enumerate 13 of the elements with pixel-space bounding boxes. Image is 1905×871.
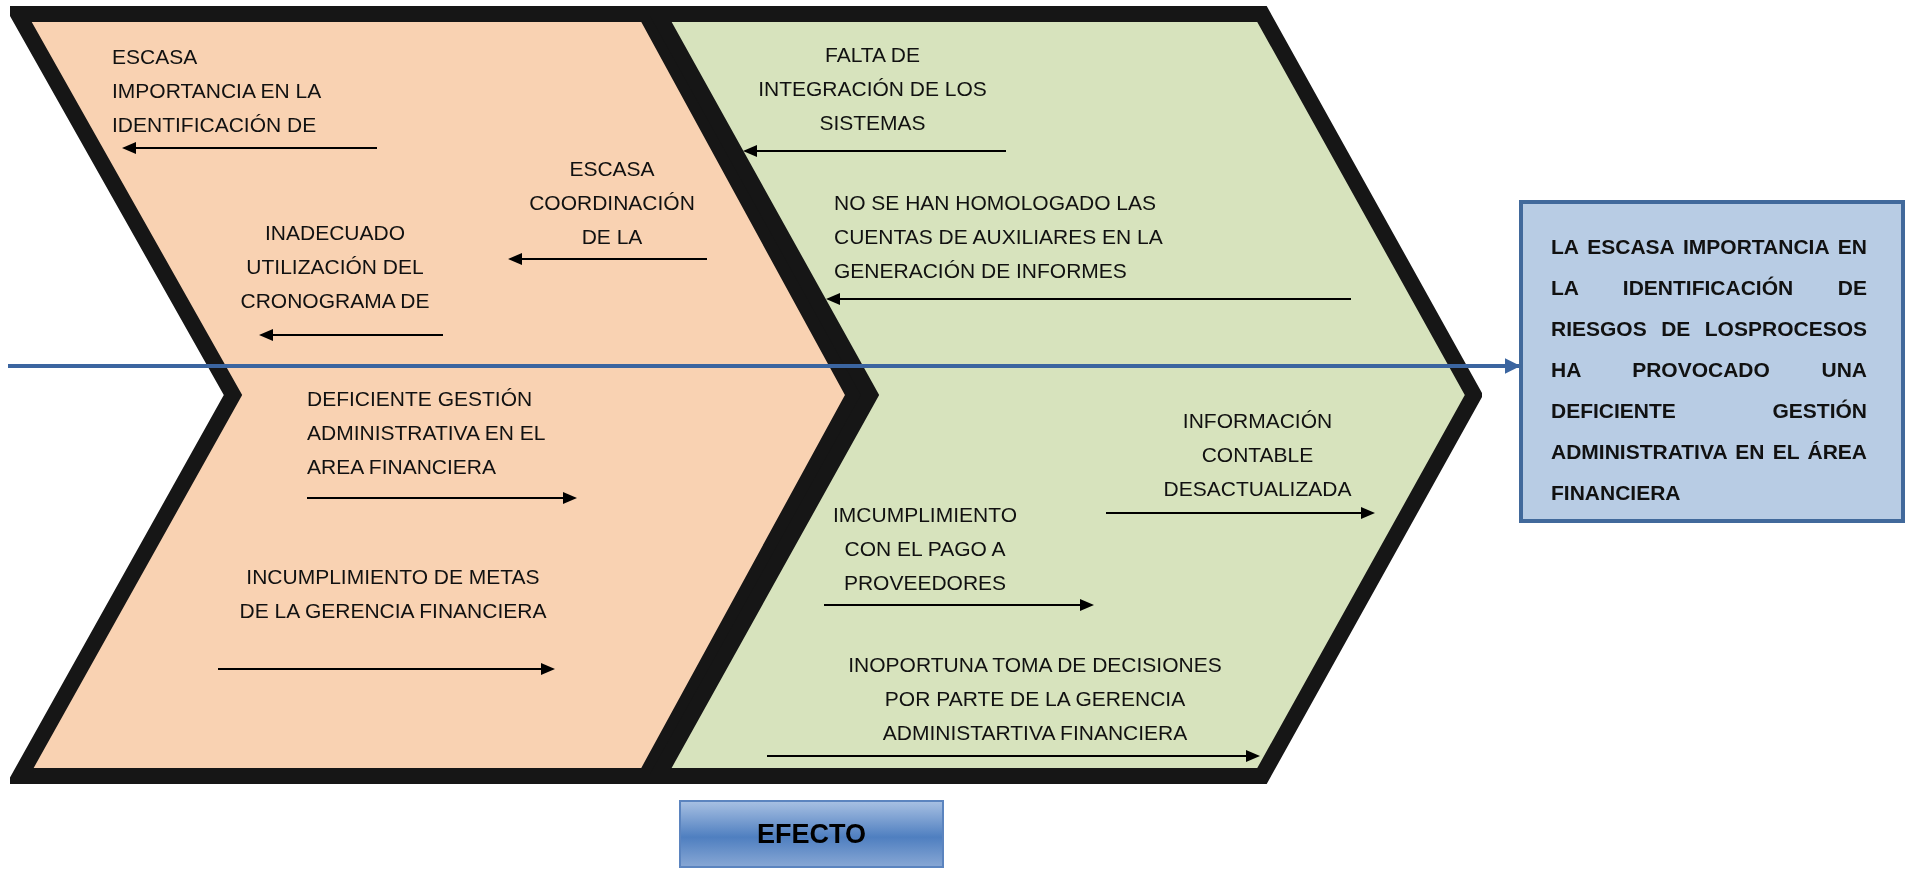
effect-label: EFECTO [679,800,944,868]
cause-text: INADECUADO UTILIZACIÓN DEL CRONOGRAMA DE [230,216,440,318]
effect-box: LA ESCASA IMPORTANCIA EN LA IDENTIFICACIÓN DE RIESGOS DE LOSPROCESOS HA PROVOCADO UNA DEFICIENTE GESTIÓN ADMINISTRATIVA EN EL ÁREA FINANCIERA [1519,200,1905,523]
cause-text: NO SE HAN HOMOLOGADO LAS CUENTAS DE AUXILIARES EN LA GENERACIÓN DE INFORMES [834,186,1259,288]
cause-text: ESCASA IMPORTANCIA EN LA IDENTIFICACIÓN DE [112,40,337,142]
cause-text: FALTA DE INTEGRACIÓN DE LOS SISTEMAS [750,38,995,140]
cause-text: DEFICIENTE GESTIÓN ADMINISTRATIVA EN EL AREA FINANCIERA [307,382,582,484]
cause-text: INOPORTUNA TOMA DE DECISIONES POR PARTE DE LA GERENCIA ADMINISTARTIVA FINANCIERA [840,648,1230,750]
cause-text: INCUMPLIMIENTO DE METAS DE LA GERENCIA FINANCIERA [238,560,548,628]
main-arrow [8,358,1521,374]
cause-text: IMCUMPLIMIENTO CON EL PAGO A PROVEEDORES [820,498,1030,600]
cause-text: INFORMACIÓN CONTABLE DESACTUALIZADA [1150,404,1365,506]
cause-text: ESCASA COORDINACIÓN DE LA [512,152,712,254]
